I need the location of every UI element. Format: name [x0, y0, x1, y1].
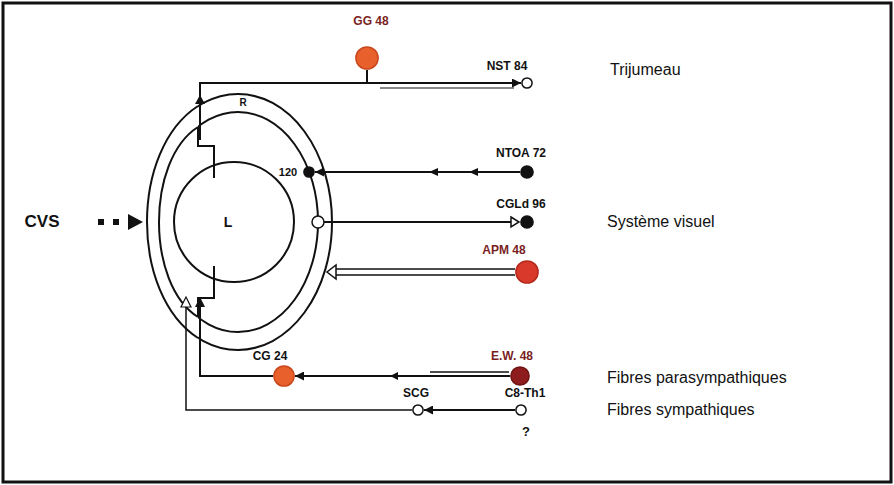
node-circle-shape [516, 405, 526, 415]
node-circle [273, 365, 295, 387]
node-circle-shape [511, 367, 529, 385]
parasympathetic-fibre [200, 306, 273, 376]
node-circle-shape [521, 166, 533, 178]
node-label: C8-Th1 [505, 387, 546, 401]
retina-cell [312, 216, 324, 228]
fibre-double [430, 371, 509, 373]
text-label: R [239, 97, 246, 109]
ganglion-node: E.W. 48 [510, 366, 530, 386]
arrowhead [181, 297, 191, 307]
trigeminal-fibre [200, 83, 367, 140]
node-circle-shape [516, 261, 538, 283]
text-label: Système visuel [607, 213, 715, 231]
arrowhead [195, 297, 205, 307]
node-label: NST 84 [487, 60, 528, 74]
ganglion-node: NST 84 [521, 77, 533, 89]
node-circle [520, 215, 534, 229]
cornea-inner [159, 127, 198, 317]
node-label: APM 48 [482, 244, 525, 258]
node-circle [520, 165, 534, 179]
pretectal-fibre [336, 269, 515, 275]
node-circle-shape [521, 216, 533, 228]
node-circle [303, 166, 315, 178]
ganglion-node: APM 48 [515, 260, 539, 284]
fibre-connector [295, 375, 510, 377]
text-label: L [224, 214, 233, 230]
node-circle [515, 404, 527, 416]
sympathetic-fibre [186, 306, 412, 410]
text-label: CVS [25, 212, 60, 232]
text-label: Fibres sympathiques [607, 401, 755, 419]
ganglion-node: C8-Th1 [515, 404, 527, 416]
text-label: Fibres parasympathiques [607, 369, 787, 387]
node-label: NTOA 72 [496, 147, 546, 161]
node-circle [510, 366, 530, 386]
node-circle [355, 46, 379, 70]
cvs-mark [113, 219, 119, 225]
node-label: CGLd 96 [496, 198, 545, 212]
ganglion-node: CGLd 96 [520, 215, 534, 229]
fibre-connector [315, 171, 520, 173]
ganglion-node: 120 [303, 166, 315, 178]
arrowhead [511, 217, 519, 227]
node-circle-shape [356, 47, 378, 69]
node-label: SCG [403, 387, 429, 401]
node-circle [412, 404, 424, 416]
cvs-arrow [128, 214, 143, 230]
cornea-outer [147, 106, 198, 338]
text-label: Trijumeau [610, 61, 681, 79]
node-label: GG 48 [353, 15, 388, 29]
fibre-double [380, 88, 514, 89]
fibre-connector [424, 409, 515, 411]
arrowhead [327, 265, 336, 279]
node-circle-shape [274, 366, 294, 386]
node-circle-shape [522, 78, 532, 88]
text-label: ? [522, 425, 530, 440]
ganglion-node: CG 24 [273, 365, 295, 387]
ganglion-node: NTOA 72 [520, 165, 534, 179]
node-label: E.W. 48 [491, 350, 533, 364]
ganglion-node: GG 48 [355, 46, 379, 70]
node-label: CG 24 [253, 350, 288, 364]
node-circle [521, 77, 533, 89]
node-circle [515, 260, 539, 284]
frame-border [3, 3, 891, 482]
cvs-mark [98, 219, 104, 225]
lens-outline [174, 162, 294, 282]
node-label: 120 [279, 166, 297, 179]
node-circle-shape [413, 405, 423, 415]
optic-fibre [324, 221, 511, 223]
front-mask [138, 88, 198, 358]
ganglion-node: SCG [412, 404, 424, 416]
node-circle-shape [304, 167, 314, 177]
arrowhead [195, 95, 205, 104]
